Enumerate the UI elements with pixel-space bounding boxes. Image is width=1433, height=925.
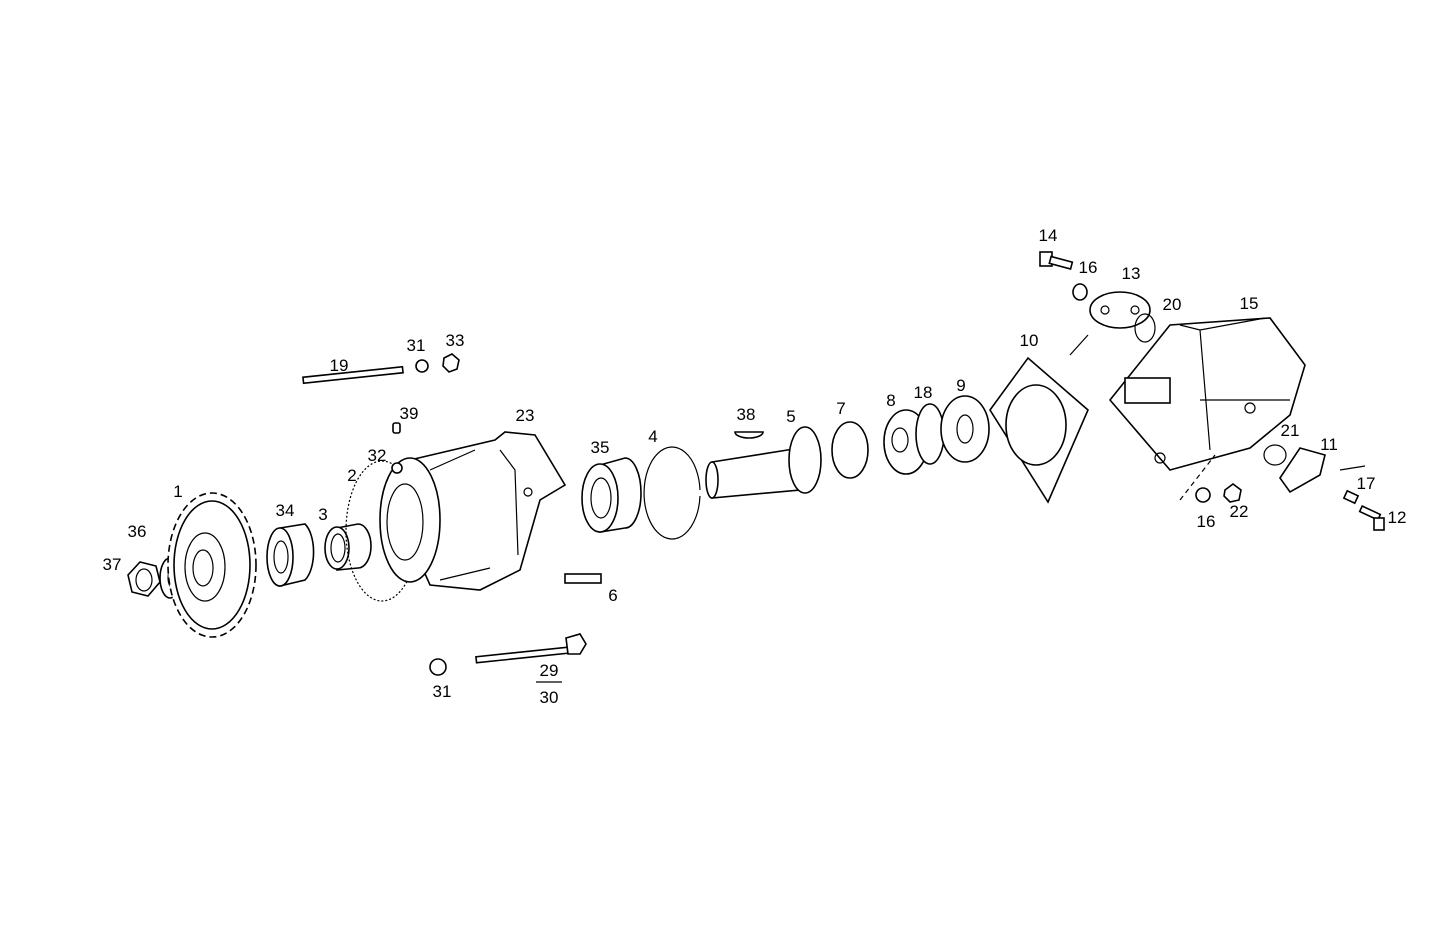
callout-7: 7 bbox=[836, 399, 845, 418]
callout-16-lower: 16 bbox=[1197, 512, 1216, 531]
callout-9: 9 bbox=[956, 376, 965, 395]
part-16-washer-top bbox=[1072, 283, 1088, 301]
part-38-key bbox=[734, 431, 764, 439]
part-21-o-ring bbox=[1263, 444, 1287, 466]
part-14-bolt bbox=[1039, 251, 1074, 270]
part-23-housing bbox=[379, 431, 567, 591]
callout-10: 10 bbox=[1020, 331, 1039, 350]
callout-5: 5 bbox=[786, 407, 795, 426]
part-31-washer-bottom bbox=[429, 658, 447, 676]
part-1-sprocket-gear bbox=[167, 492, 257, 638]
part-34-bearing bbox=[266, 523, 315, 588]
part-9-washer bbox=[940, 395, 990, 463]
part-4-circlip bbox=[643, 446, 701, 540]
callout-6: 6 bbox=[608, 586, 617, 605]
arrow-icon-2 bbox=[1339, 465, 1366, 471]
callout-34: 34 bbox=[276, 501, 295, 520]
part-7-coupling bbox=[831, 421, 869, 479]
callout-30: 30 bbox=[540, 688, 559, 707]
arrow-icon bbox=[1069, 334, 1089, 356]
part-6-stud bbox=[564, 573, 602, 584]
callout-3: 3 bbox=[318, 505, 327, 524]
part-20-o-ring bbox=[1134, 313, 1156, 343]
part-19-stud bbox=[302, 365, 404, 385]
callout-23: 23 bbox=[516, 406, 535, 425]
part-37-castle-nut bbox=[127, 561, 161, 597]
callout-4: 4 bbox=[648, 427, 657, 446]
callout-17: 17 bbox=[1357, 474, 1376, 493]
callout-16: 16 bbox=[1079, 258, 1098, 277]
callout-36: 36 bbox=[128, 522, 147, 541]
assembly-line bbox=[1179, 454, 1216, 501]
callout-18: 18 bbox=[914, 383, 933, 402]
callout-38: 38 bbox=[737, 405, 756, 424]
callout-33: 33 bbox=[446, 331, 465, 350]
part-17-washer bbox=[1342, 489, 1360, 505]
part-39-pin bbox=[392, 422, 401, 434]
callout-39: 39 bbox=[400, 404, 419, 423]
part-12-bolt bbox=[1358, 504, 1385, 531]
part-3-sleeve bbox=[324, 523, 372, 571]
callout-35: 35 bbox=[591, 438, 610, 457]
callout-1: 1 bbox=[173, 482, 182, 501]
part-5-shaft bbox=[705, 426, 822, 499]
part-31-washer-top bbox=[415, 359, 429, 373]
part-18-seal bbox=[915, 403, 945, 465]
callout-37: 37 bbox=[103, 555, 122, 574]
part-32-washer bbox=[391, 462, 403, 474]
callout-11: 11 bbox=[1320, 435, 1338, 454]
part-16-washer-bottom bbox=[1195, 487, 1211, 503]
callout-19: 19 bbox=[330, 356, 349, 375]
part-33-nut bbox=[442, 353, 460, 373]
part-10-gasket bbox=[989, 356, 1089, 504]
callout-13: 13 bbox=[1122, 264, 1141, 283]
part-11-flange bbox=[1279, 447, 1326, 494]
part-29-30-bolt bbox=[475, 633, 587, 664]
callout-20: 20 bbox=[1163, 295, 1182, 314]
callout-8: 8 bbox=[886, 391, 895, 410]
callout-12: 12 bbox=[1388, 508, 1407, 527]
callout-32: 32 bbox=[368, 446, 387, 465]
callout-31-lower: 31 bbox=[433, 682, 452, 701]
callout-2: 2 bbox=[347, 466, 356, 485]
callout-14: 14 bbox=[1039, 226, 1058, 245]
part-15-pump bbox=[1108, 317, 1306, 471]
part-13-flange bbox=[1089, 291, 1151, 329]
callout-22: 22 bbox=[1230, 502, 1249, 521]
callout-21: 21 bbox=[1281, 421, 1300, 440]
part-35-bearing bbox=[581, 457, 642, 533]
callout-29: 29 bbox=[540, 661, 559, 680]
callout-15: 15 bbox=[1240, 294, 1259, 313]
callout-31: 31 bbox=[407, 336, 426, 355]
part-22-nut bbox=[1223, 483, 1242, 503]
